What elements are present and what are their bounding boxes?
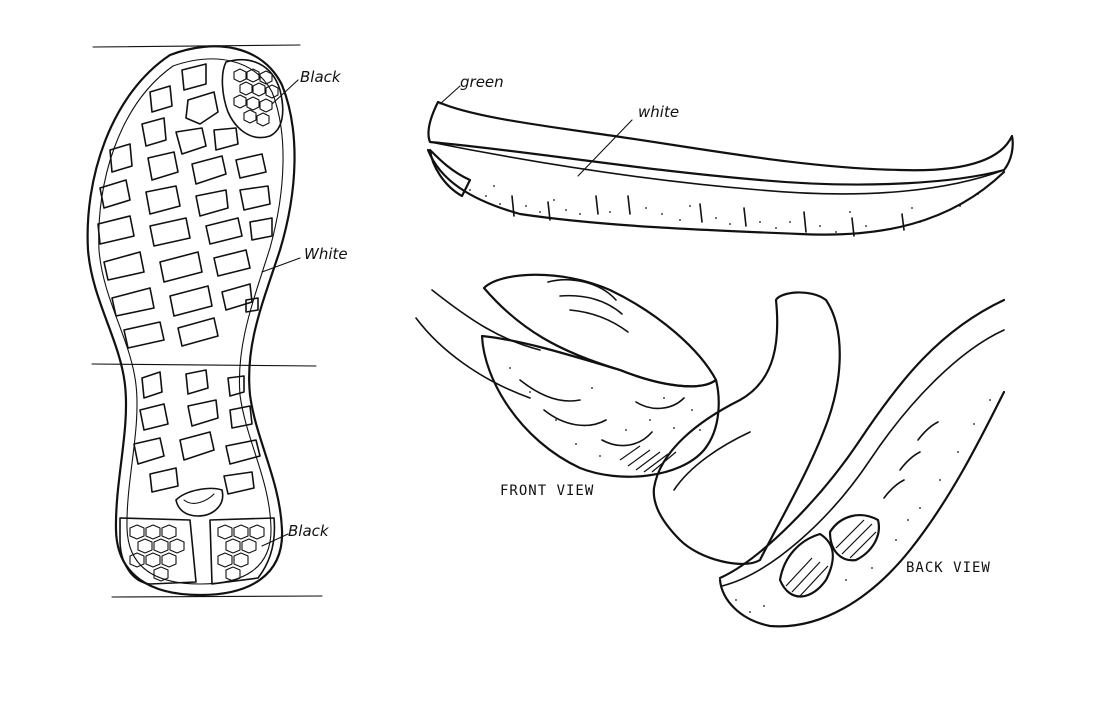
midsole-flex-grooves (511, 195, 905, 237)
heel-black-hex-grid (119, 517, 276, 585)
swoosh-logo (175, 487, 224, 517)
midsole-stripe (429, 141, 1005, 195)
label-black-top: Black (300, 68, 341, 86)
back-view-heel-upper (652, 291, 841, 565)
heel-lug-pattern (133, 369, 261, 495)
midsole-top-edge (427, 100, 1014, 186)
front-view-leg-line (431, 289, 541, 351)
guide-line-top (92, 44, 301, 48)
back-view-speckle (735, 399, 991, 613)
back-view-sketch (652, 291, 1006, 628)
leader-white (261, 257, 301, 273)
midsole-bottom-edge (426, 148, 1006, 236)
leader-green (439, 85, 461, 105)
guide-line-bottom (111, 595, 323, 598)
back-view-tread-pad (828, 514, 880, 562)
midsole-speckle (469, 185, 979, 233)
caption-front-view: FRONT VIEW (500, 483, 595, 499)
front-view-upper (482, 273, 718, 388)
outsole-bottom-view (86, 44, 323, 598)
outsole-outline (86, 45, 296, 597)
toe-black-hex-grid (221, 58, 284, 139)
front-view-speckle (509, 367, 701, 457)
back-view-inner-collar (673, 431, 751, 491)
toe-black-tread (428, 148, 472, 198)
guide-line-middle (91, 363, 317, 367)
outsole-inner-outline (98, 58, 284, 585)
front-view-sole-pattern (519, 379, 685, 447)
label-green: green (460, 73, 504, 91)
front-view-ground-line (415, 317, 531, 399)
back-view-stripe (721, 329, 1005, 587)
leader-black-bottom (261, 533, 289, 547)
front-view-sole (480, 334, 720, 478)
leader-black-top (271, 79, 299, 105)
caption-back-view: BACK VIEW (906, 560, 991, 576)
back-view-midsole (718, 298, 1006, 580)
front-view-hatch (619, 445, 677, 473)
back-view-grooves (883, 421, 939, 499)
label-black-bottom: Black (288, 522, 329, 540)
front-view-laces (547, 278, 629, 333)
forefoot-lug-pattern (97, 63, 273, 349)
back-view-hatch (785, 519, 877, 597)
back-view-sole-outline (718, 390, 1006, 628)
front-view-sketch (415, 273, 720, 478)
back-view-heel-pad (778, 532, 834, 598)
midsole-side-view (426, 85, 1014, 237)
leader-white-midsole (577, 119, 633, 177)
label-white-outsole: White (304, 245, 348, 263)
label-white-midsole: white (638, 103, 680, 121)
